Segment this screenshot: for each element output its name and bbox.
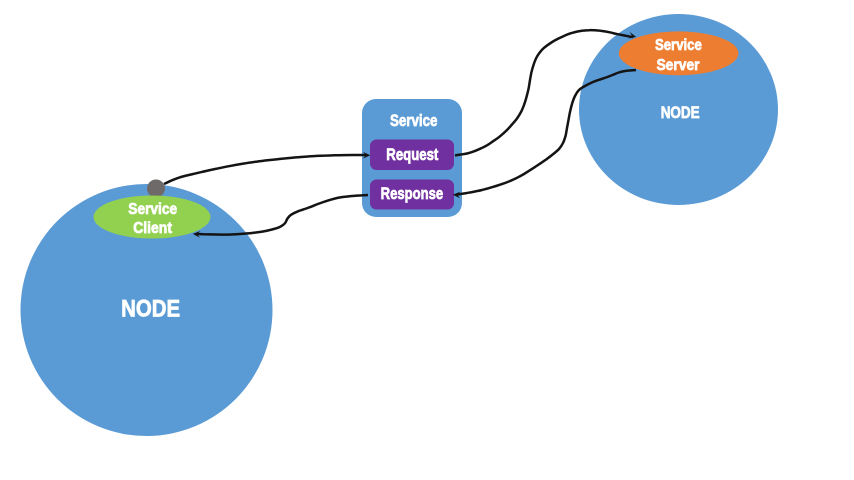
svg-text:Service: Service [655,37,702,54]
svg-text:Service: Service [128,201,177,218]
svg-text:Response: Response [381,184,444,203]
svg-text:Service: Service [390,111,438,130]
svg-text:Server: Server [656,57,699,74]
svg-text:Client: Client [133,220,172,237]
svg-text:Request: Request [386,145,438,164]
svg-text:NODE: NODE [121,296,180,323]
svg-text:NODE: NODE [661,103,700,122]
